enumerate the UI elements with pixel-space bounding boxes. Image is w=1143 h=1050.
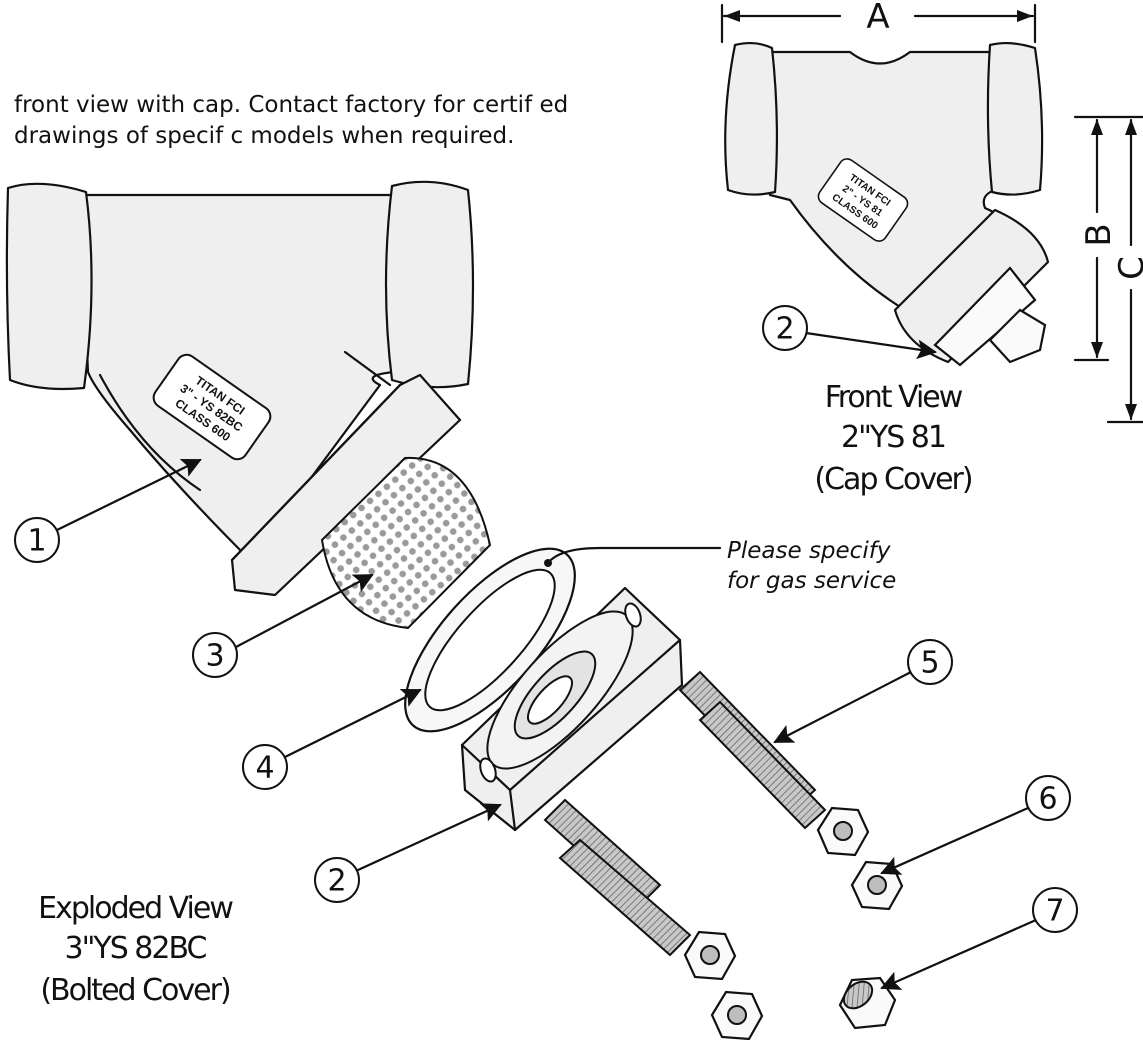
callout-1: 1 [14, 458, 202, 563]
callout-number: 5 [920, 646, 939, 681]
hex-nuts [683, 806, 904, 1041]
intro-note-line1: front view with cap. Contact factory for… [14, 92, 568, 118]
callout-number: 7 [1045, 894, 1064, 929]
plug [838, 976, 897, 1030]
nameplate-3in: TITAN FCI 3" - YS 82BC CLASS 600 [152, 353, 272, 461]
exploded-caption-line3: (Bolted Cover) [40, 973, 230, 1008]
callout-6: 6 [880, 775, 1071, 875]
bolted-cover [460, 586, 684, 832]
gas-note-line2: for gas service [727, 568, 896, 594]
callout-number: 6 [1038, 782, 1057, 817]
exploded-caption-line2: 3"YS 82BC [65, 931, 207, 966]
dimension-a: A [720, 0, 1037, 44]
front-view-body: TITAN FCI 2" - YS 81 CLASS 600 [724, 41, 1050, 367]
callout-3: 3 [192, 573, 374, 678]
callout-5: 5 [773, 639, 953, 744]
callout-number: 1 [27, 524, 46, 559]
front-caption-line2: 2"YS 81 [841, 420, 945, 455]
front-caption-line1: Front View [825, 380, 963, 415]
callout-number: 2 [775, 312, 794, 347]
callout-number: 4 [255, 751, 274, 786]
dimension-c: C [1106, 115, 1143, 424]
callout-7: 7 [880, 887, 1078, 990]
intro-note-line2: drawings of specif c models when require… [14, 123, 514, 149]
front-caption-line3: (Cap Cover) [814, 462, 971, 497]
gas-note-leader [546, 546, 722, 565]
dimension-b: B [1073, 115, 1119, 362]
cap-cover [893, 208, 1050, 367]
gas-note-line1: Please specify [727, 538, 891, 564]
studs [543, 670, 827, 957]
exploded-caption-line1: Exploded View [38, 891, 233, 926]
front-callout-2: 2 [762, 305, 937, 360]
callout-2: 2 [314, 803, 502, 903]
callout-number: 3 [205, 639, 224, 674]
dimension-label-a: A [866, 0, 889, 37]
dimension-label-c: C [1112, 256, 1143, 280]
strainer-body: TITAN FCI 3" - YS 82BC CLASS 600 [5, 180, 475, 597]
callout-number: 2 [327, 864, 346, 899]
callout-4: 4 [242, 688, 422, 790]
dimension-label-b: B [1079, 223, 1119, 246]
